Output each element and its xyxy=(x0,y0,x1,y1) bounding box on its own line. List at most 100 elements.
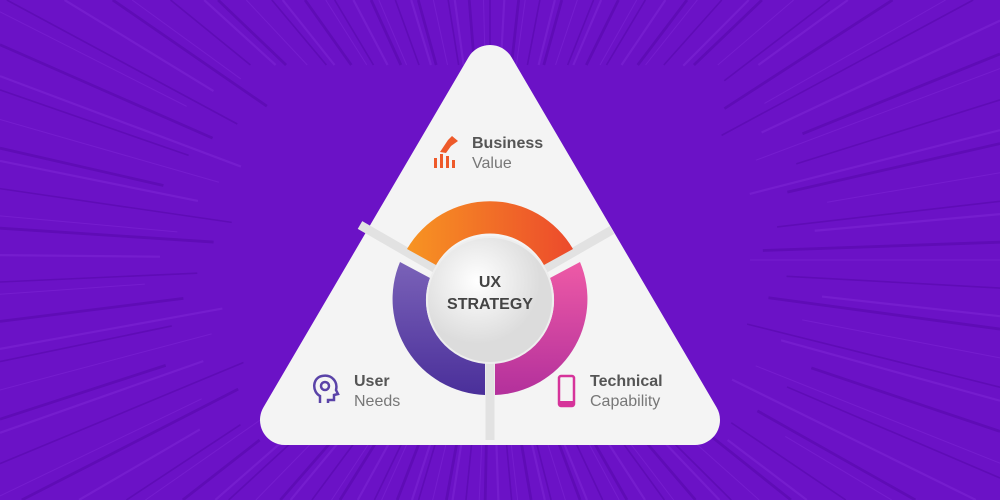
background-ray xyxy=(394,0,420,66)
background-ray xyxy=(585,0,620,66)
background-ray xyxy=(289,439,342,500)
background-ray xyxy=(279,439,334,500)
background-ray xyxy=(756,409,917,500)
background-ray xyxy=(801,52,1000,136)
background-ray xyxy=(63,0,215,92)
background-ray xyxy=(537,0,556,66)
background-ray xyxy=(692,0,763,67)
background-ray xyxy=(505,439,513,500)
mobile-phone-icon xyxy=(557,374,576,408)
background-ray xyxy=(717,0,794,66)
background-ray xyxy=(145,409,276,500)
background-ray xyxy=(561,439,588,500)
background-ray xyxy=(785,436,892,500)
background-ray xyxy=(573,439,604,500)
segment-subtitle: Value xyxy=(472,155,512,172)
background-ray xyxy=(281,0,336,66)
background-ray xyxy=(0,283,145,295)
background-ray xyxy=(762,240,1000,252)
background-ray xyxy=(682,0,750,67)
background-ray xyxy=(802,319,1000,359)
background-ray xyxy=(203,0,277,66)
head-lightbulb-icon xyxy=(313,374,340,403)
background-ray xyxy=(228,439,295,500)
background-ray xyxy=(0,325,172,363)
background-ray xyxy=(572,0,603,66)
background-ray xyxy=(0,146,164,187)
background-ray xyxy=(0,361,244,465)
background-ray xyxy=(726,439,808,500)
background-ray xyxy=(0,43,214,140)
center-line-1: UX xyxy=(478,274,502,291)
background-ray xyxy=(526,0,541,66)
background-ray xyxy=(746,323,1000,388)
segment-technical-label: Technical Capability xyxy=(590,372,663,412)
background-ray xyxy=(217,0,288,67)
background-ray xyxy=(636,0,689,66)
background-ray xyxy=(0,75,242,168)
business-growth-icon xyxy=(434,136,458,168)
background-ray xyxy=(111,0,268,108)
background-ray xyxy=(780,339,1000,402)
background-ray xyxy=(546,439,566,500)
background-ray xyxy=(0,226,214,244)
background-ray xyxy=(599,0,638,66)
background-ray xyxy=(786,275,1000,289)
background-ray xyxy=(333,0,375,66)
background-ray xyxy=(761,19,1000,134)
background-ray xyxy=(0,307,223,351)
background-ray xyxy=(777,200,1000,228)
background-ray xyxy=(325,0,368,66)
background-ray xyxy=(510,439,519,500)
background-ray xyxy=(432,0,449,66)
background-ray xyxy=(0,187,232,224)
segment-title: Business xyxy=(472,135,544,152)
background-ray xyxy=(821,295,1000,318)
background-ray xyxy=(271,0,328,66)
background-ray xyxy=(451,439,464,500)
background-ray xyxy=(620,439,666,500)
center-title: UX STRATEGY xyxy=(425,272,555,316)
background-ray xyxy=(555,0,578,66)
background-ray xyxy=(786,386,1000,479)
background-ray xyxy=(0,272,198,283)
background-ray xyxy=(445,439,459,500)
background-ray xyxy=(670,439,732,500)
background-ray xyxy=(0,11,187,107)
background-ray xyxy=(170,0,251,66)
background-ray xyxy=(0,89,189,157)
background-ray xyxy=(723,0,894,110)
strategy-ring xyxy=(392,201,588,395)
background-ray xyxy=(768,296,1000,331)
background-ray xyxy=(356,439,392,500)
background-ray xyxy=(0,215,178,233)
background-ray xyxy=(530,439,546,500)
center-circle xyxy=(426,236,554,364)
background-ray xyxy=(663,0,723,66)
background-ray xyxy=(0,364,167,421)
background-ray xyxy=(0,398,202,497)
center-line-2: STRATEGY xyxy=(447,296,533,313)
background-ray xyxy=(303,0,353,66)
segment-title: Technical xyxy=(590,373,663,390)
background-ray xyxy=(416,0,438,66)
background-ray xyxy=(410,0,432,66)
background-ray xyxy=(395,439,422,500)
background-ray xyxy=(0,360,204,434)
background-ray xyxy=(515,0,526,66)
background-ray xyxy=(731,378,977,500)
background-ray xyxy=(6,0,238,125)
background-ray xyxy=(620,0,667,66)
background-ray xyxy=(556,439,582,500)
background-ray xyxy=(311,439,358,500)
background-ray xyxy=(704,430,792,500)
background-ray xyxy=(721,0,974,137)
background-ray xyxy=(0,159,199,203)
background-ray xyxy=(447,0,460,66)
background-ray xyxy=(661,439,721,500)
background-ray xyxy=(510,0,521,66)
background-ray xyxy=(181,438,261,500)
background-ray xyxy=(566,0,595,66)
background-ray xyxy=(0,333,212,391)
